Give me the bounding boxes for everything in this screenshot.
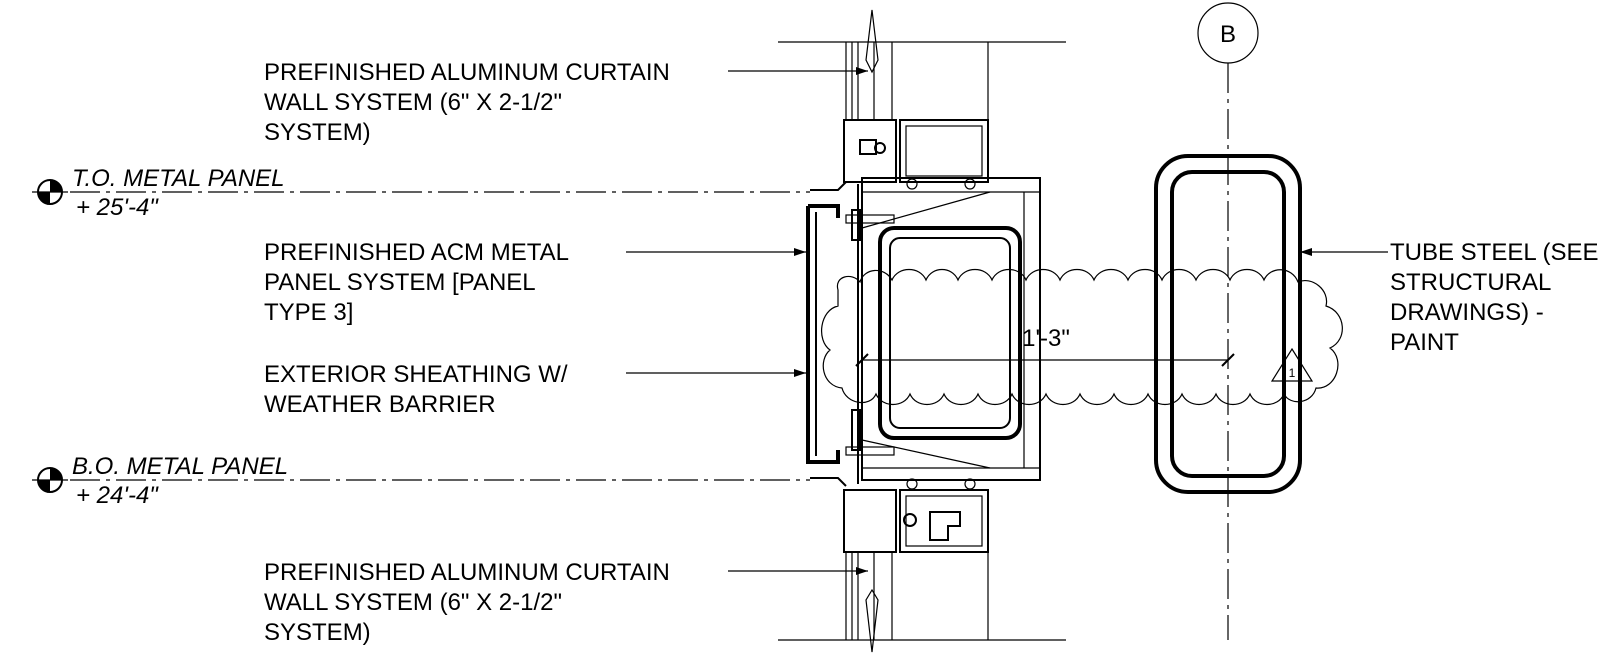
level-name: T.O. METAL PANEL: [72, 165, 285, 192]
grid-bubble-label: B: [1220, 21, 1236, 48]
level-top-metal-panel: T.O. METAL PANEL + 25'-4": [32, 165, 810, 221]
note-line: WEATHER BARRIER: [264, 391, 496, 418]
dimension-tick: [1221, 353, 1235, 367]
inner-tube-steel-wall: [889, 237, 1011, 429]
diagonal-blocking: [861, 191, 991, 229]
revision-triangle-icon: [1270, 347, 1314, 382]
z-girt-top: [851, 209, 861, 241]
mullion-box-inner: [905, 495, 983, 547]
note-line: SYSTEM): [264, 619, 371, 646]
curtain-wall-top: [778, 9, 1066, 190]
mullion-frame: [843, 119, 897, 183]
note-line: PREFINISHED ALUMINUM CURTAIN: [264, 59, 670, 86]
diagonal-blocking: [861, 439, 991, 469]
grid-line-b: B: [1197, 2, 1259, 640]
dimension-tick: [855, 353, 869, 367]
level-name: B.O. METAL PANEL: [72, 453, 288, 480]
fastener: [964, 178, 976, 190]
mullion-box-inner: [905, 125, 983, 177]
curtain-wall-bottom: [778, 478, 1066, 653]
note-line: PANEL SYSTEM [PANEL: [264, 269, 536, 296]
note-line: EXTERIOR SHEATHING W/: [264, 361, 568, 388]
revision-tag: 1: [1270, 347, 1314, 382]
mullion-box: [899, 119, 989, 183]
note-line: TYPE 3]: [264, 299, 353, 326]
note-line: WALL SYSTEM (6" X 2-1/2": [264, 589, 562, 616]
note-line: DRAWINGS) -: [1390, 299, 1544, 326]
note-sheathing: EXTERIOR SHEATHING W/ WEATHER BARRIER: [264, 361, 806, 418]
framing-outline: [861, 177, 1041, 481]
panel-trim-bottom: [810, 477, 847, 487]
mullion-frame: [843, 489, 897, 553]
note-line: SYSTEM): [264, 119, 371, 146]
thermal-break: [929, 511, 961, 541]
note-tube-steel: TUBE STEEL (SEE STRUCTURAL DRAWINGS) - P…: [1300, 239, 1599, 356]
gasket: [903, 513, 917, 527]
pressure-plate: [859, 139, 877, 155]
note-curtain-wall-top: PREFINISHED ALUMINUM CURTAIN WALL SYSTEM…: [264, 59, 868, 146]
z-girt-bottom: [851, 409, 861, 451]
level-bottom-metal-panel: B.O. METAL PANEL + 24'-4": [32, 453, 810, 509]
acm-panel: [806, 204, 840, 464]
note-line: PAINT: [1390, 329, 1459, 356]
dimension-1-3: 1'-3": [855, 325, 1235, 367]
panel-trim-top: [810, 181, 847, 191]
note-acm-panel: PREFINISHED ACM METAL PANEL SYSTEM [PANE…: [264, 239, 806, 326]
break-line: [865, 588, 879, 653]
mullion-box: [899, 489, 989, 553]
level-elevation: + 24'-4": [76, 482, 159, 509]
dimension-text: 1'-3": [1022, 325, 1070, 352]
note-line: STRUCTURAL: [1390, 269, 1551, 296]
note-line: TUBE STEEL (SEE: [1390, 239, 1599, 266]
clip-bottom: [845, 446, 895, 456]
fastener: [906, 178, 918, 190]
note-curtain-wall-bottom: PREFINISHED ALUMINUM CURTAIN WALL SYSTEM…: [264, 559, 868, 646]
note-line: PREFINISHED ACM METAL: [264, 239, 569, 266]
revision-cloud: [821, 268, 1343, 406]
revision-number: 1: [1289, 366, 1296, 380]
note-line: PREFINISHED ALUMINUM CURTAIN: [264, 559, 670, 586]
break-line: [865, 9, 879, 74]
level-elevation: + 25'-4": [76, 194, 159, 221]
note-line: WALL SYSTEM (6" X 2-1/2": [264, 89, 562, 116]
framing-box: [861, 177, 1041, 481]
inner-tube-steel: [878, 226, 1022, 440]
clip-top: [845, 214, 895, 224]
